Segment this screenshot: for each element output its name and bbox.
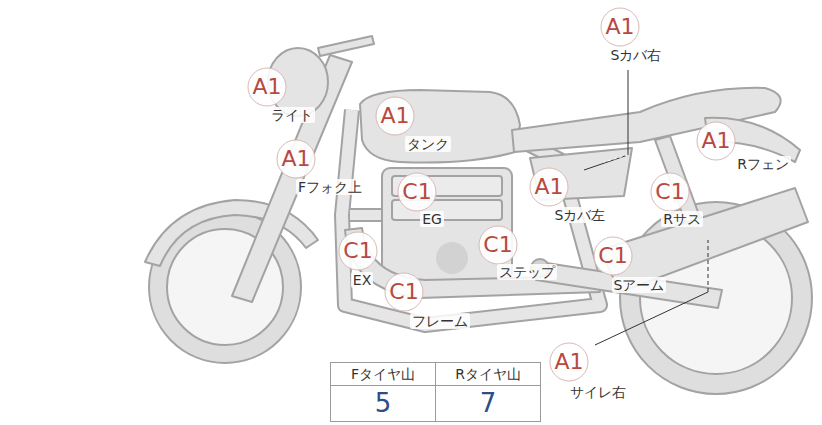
grade-code: A1 [375,96,415,136]
grade-code: C1 [478,225,518,265]
part-label: Sカバ右 [609,47,664,64]
grade-code: A1 [696,121,736,161]
grade-badge: C1 [593,236,633,276]
part-label: Fフォク上 [296,179,364,196]
tire-table [331,363,541,422]
grade-code: C1 [593,236,633,276]
grade-code: A1 [549,342,589,382]
front-fender [145,200,318,266]
part-label: EG [420,211,444,228]
handlebar [318,36,374,56]
grade-badge: A1 [549,342,589,382]
grade-code: A1 [276,139,316,179]
grade-badge: C1 [650,172,690,212]
grade-code: A1 [529,167,569,207]
leader-line [595,292,708,345]
grade-code: A1 [600,7,640,47]
part-label: EX [351,272,373,289]
part-label: Rサス [661,211,703,228]
grade-code: A1 [247,67,287,107]
grade-badge: A1 [529,167,569,207]
leader-line [708,240,709,292]
grade-code: C1 [650,172,690,212]
table-header: Fタイヤ山 [351,366,415,383]
part-label: ステップ [497,264,557,281]
exhaust-pipe [345,228,600,298]
part-label: Rフェン [735,156,791,173]
grade-badge: A1 [696,121,736,161]
grade-badge: C1 [397,172,437,212]
grade-badge: A1 [600,7,640,47]
part-label: Sアーム [612,277,667,294]
part-label: タンク [405,136,451,153]
part-label: サイレ右 [568,384,628,401]
tank [360,90,520,163]
grade-badge: C1 [384,272,424,312]
leader-line [584,70,628,170]
grade-code: C1 [384,272,424,312]
grade-badge: A1 [375,96,415,136]
table-value: 5 [375,388,392,419]
table-header: Rタイヤ山 [455,366,521,383]
grade-badge: A1 [247,67,287,107]
grade-code: C1 [397,172,437,212]
part-label: ライト [269,107,315,124]
table-value: 7 [480,388,497,419]
grade-code: C1 [338,231,378,271]
part-label: フレーム [410,313,470,330]
part-label: Sカバ左 [553,207,608,224]
grade-badge: A1 [276,139,316,179]
grade-badge: C1 [338,231,378,271]
grade-badge: C1 [478,225,518,265]
